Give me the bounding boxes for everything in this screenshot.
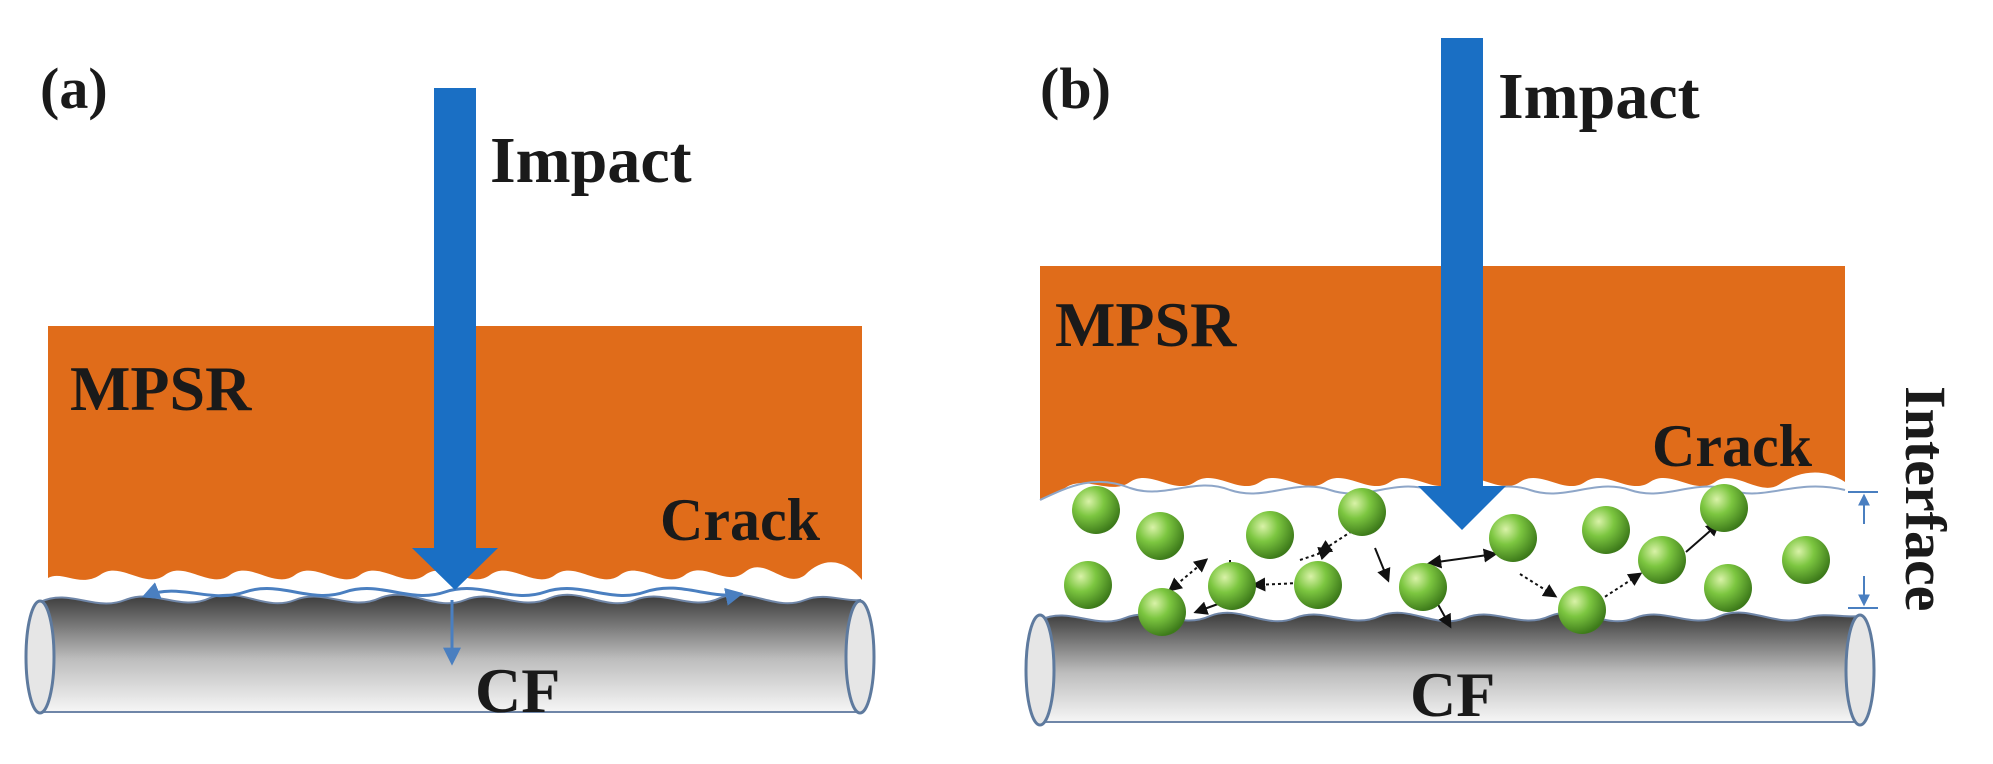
- panel-b: (b): [1024, 38, 1958, 730]
- panel-b-crack-label: Crack: [1652, 413, 1813, 479]
- panel-a-matrix-label: MPSR: [70, 353, 252, 424]
- nanoparticle: [1704, 564, 1752, 612]
- panel-a: (a) Impact MPSR Crack CF: [24, 56, 876, 726]
- panel-b-interface-label: Interface: [1893, 386, 1958, 611]
- panel-a-label: (a): [40, 56, 108, 121]
- nanoparticle: [1399, 563, 1447, 611]
- panel-a-impact-arrow: [412, 88, 498, 590]
- panel-b-impact-label: Impact: [1498, 60, 1700, 133]
- panel-a-crack-label: Crack: [660, 487, 821, 553]
- panel-b-impact-arrow: [1418, 38, 1506, 530]
- nanoparticle: [1338, 488, 1386, 536]
- panel-b-matrix-label: MPSR: [1055, 289, 1237, 360]
- nanoparticle: [1138, 588, 1186, 636]
- nanoparticle: [1208, 562, 1256, 610]
- panel-b-label: (b): [1040, 56, 1111, 121]
- nanoparticle: [1558, 586, 1606, 634]
- nanoparticle: [1246, 511, 1294, 559]
- nanoparticle: [1294, 561, 1342, 609]
- nanoparticle: [1136, 512, 1184, 560]
- nanoparticle: [1064, 561, 1112, 609]
- panel-a-impact-label: Impact: [490, 124, 692, 197]
- nanoparticle: [1582, 506, 1630, 554]
- panel-b-interface-dimension: [1848, 491, 1878, 609]
- nanoparticle: [1489, 514, 1537, 562]
- nanoparticle: [1072, 486, 1120, 534]
- panel-a-fiber-label: CF: [475, 655, 560, 726]
- panel-a-crack-line: [141, 582, 744, 606]
- panel-b-fiber-label: CF: [1410, 659, 1495, 730]
- panel-b-nanoparticles: [1064, 484, 1830, 636]
- panel-a-carbon-fiber: [24, 593, 876, 715]
- nanoparticle: [1638, 536, 1686, 584]
- nanoparticle: [1700, 484, 1748, 532]
- nanoparticle: [1782, 536, 1830, 584]
